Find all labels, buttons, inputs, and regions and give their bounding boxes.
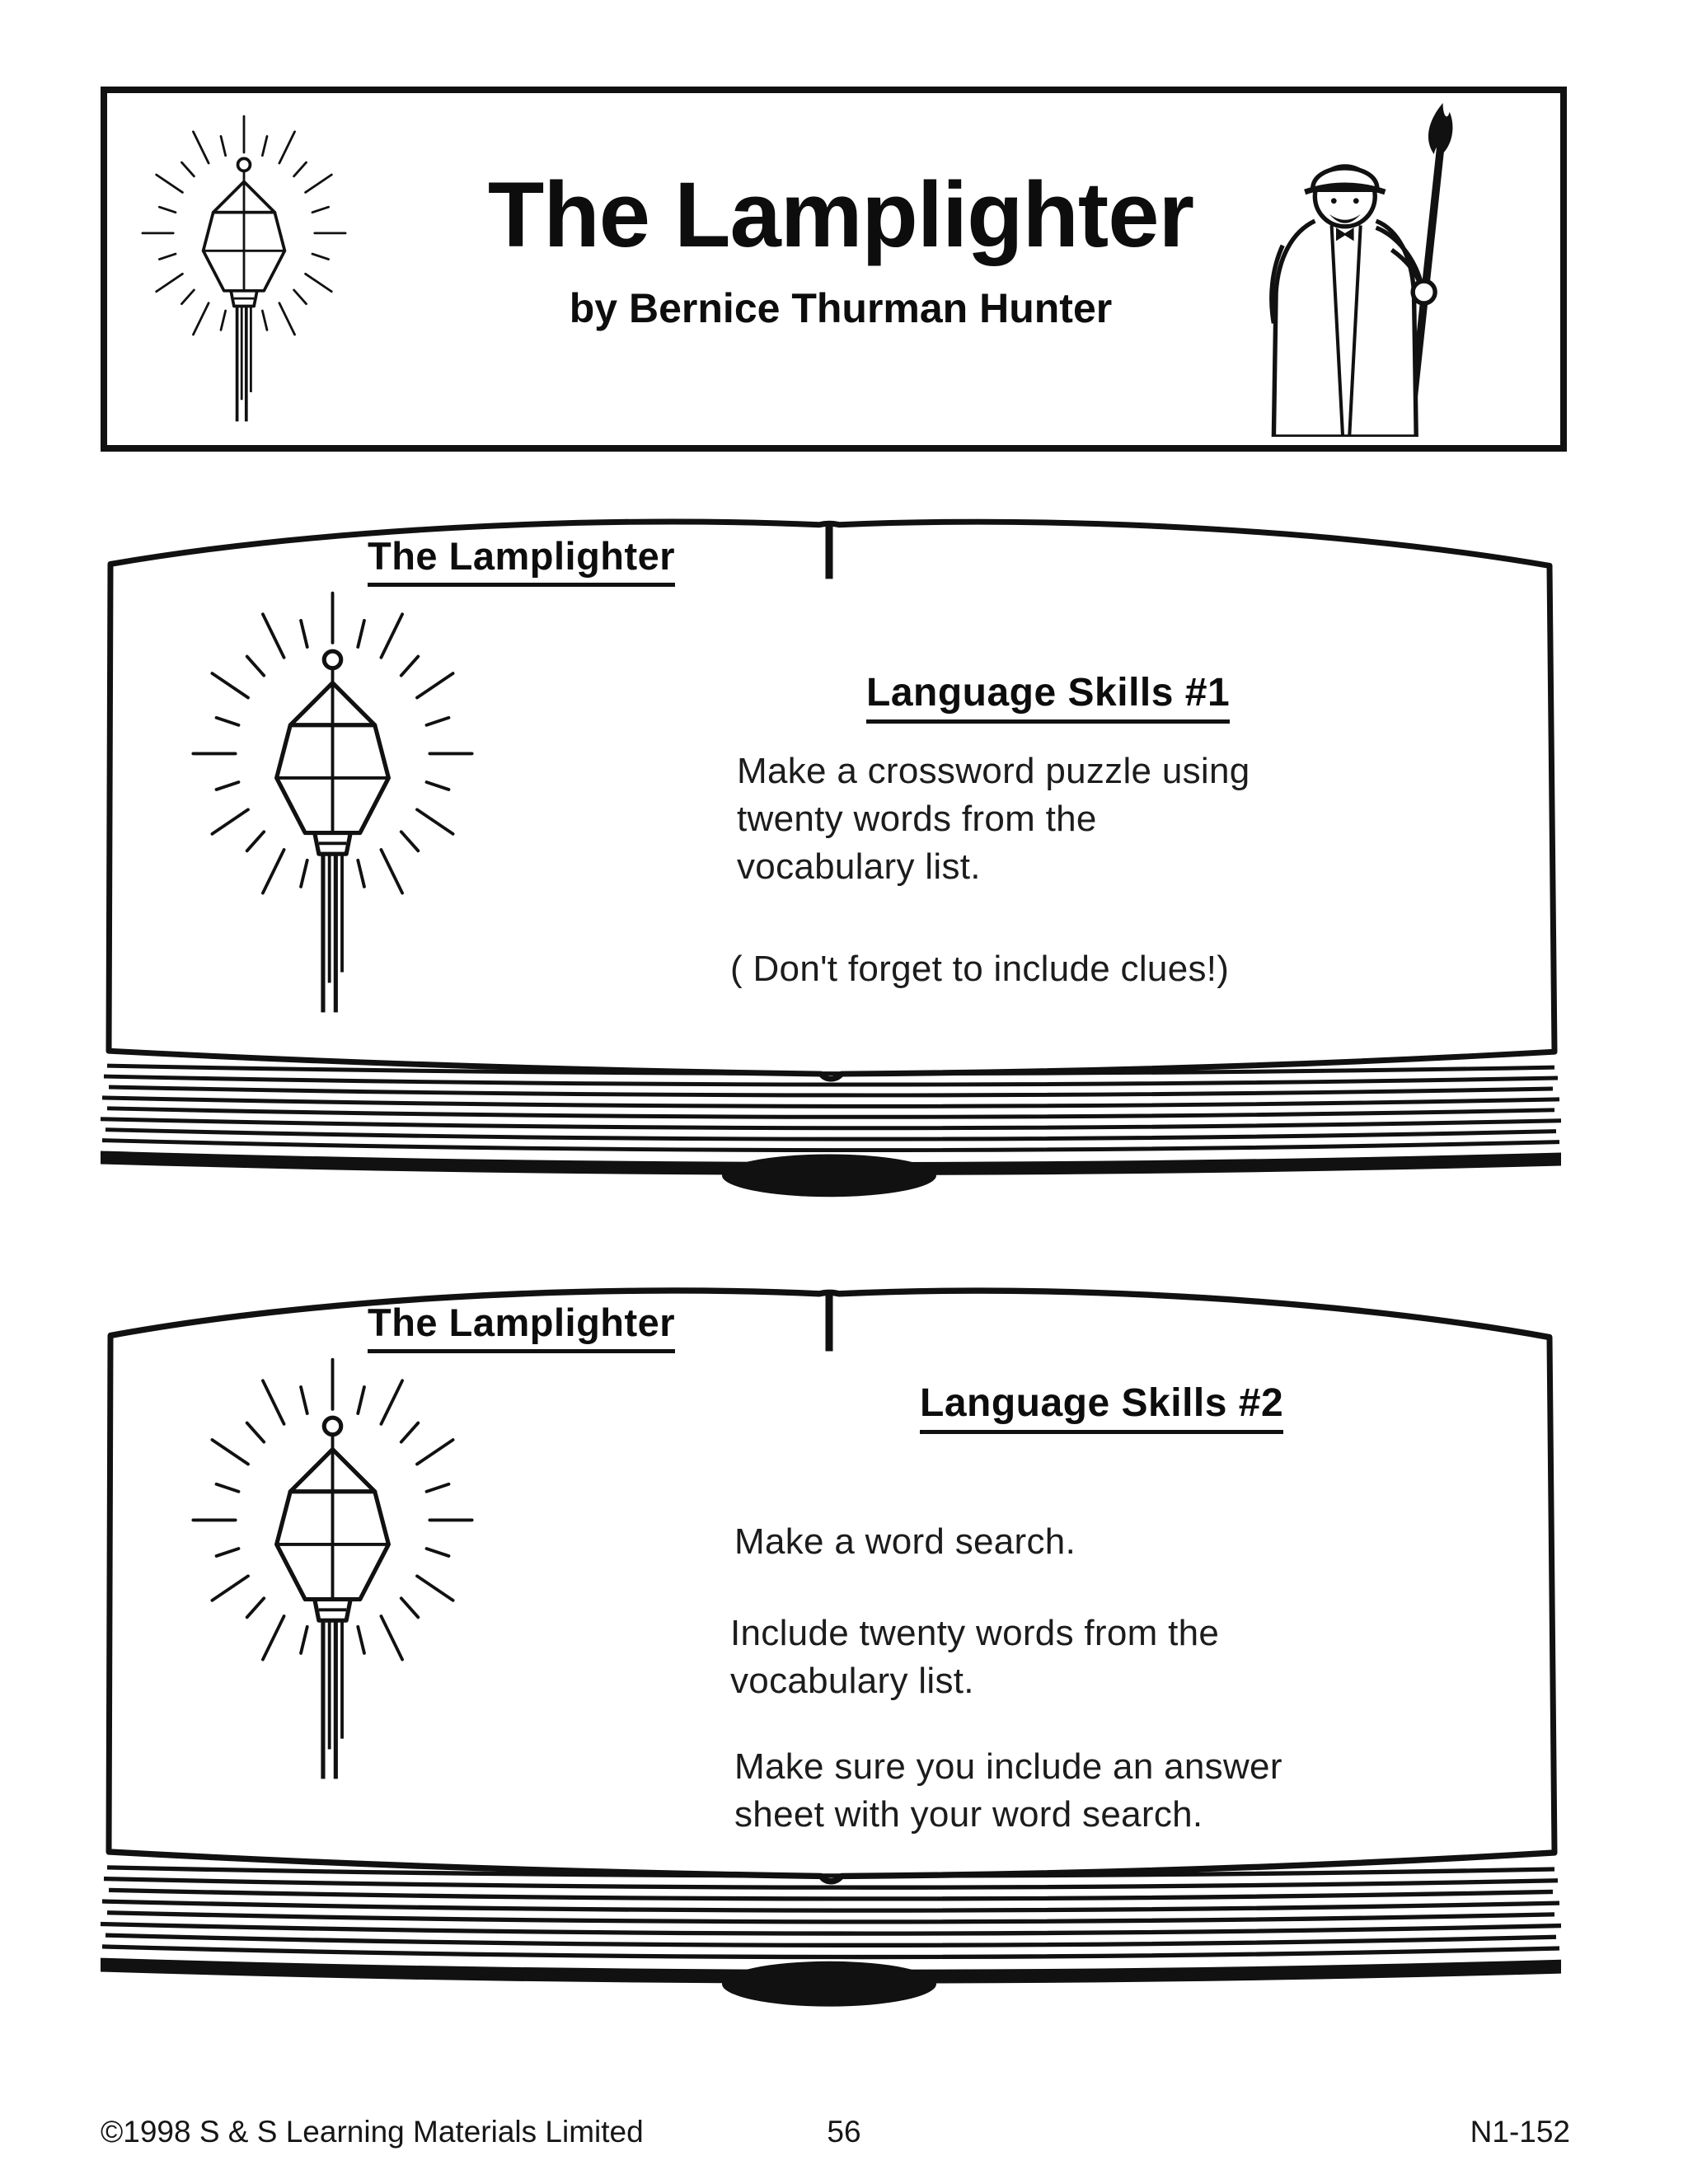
book-heading: The Lamplighter — [368, 1300, 676, 1353]
lamplighter-man-icon — [1172, 103, 1545, 437]
header-banner: The Lamplighter by Bernice Thurman Hunte… — [101, 87, 1567, 452]
street-lamp-icon — [129, 106, 359, 437]
book-section-language-skills-2: The Lamplighter Language Skills #2 Make … — [96, 1249, 1566, 2044]
activity-title: Language Skills #1 — [866, 670, 1231, 724]
byline: by Bernice Thurman Hunter — [569, 285, 1113, 331]
activity-paragraph: Include twenty words from the vocabulary… — [730, 1613, 1220, 1702]
header-text-block: The Lamplighter by Bernice Thurman Hunte… — [404, 169, 1278, 332]
page-title: The Lamplighter — [487, 163, 1194, 266]
activity-paragraph: Make a word search. — [734, 1521, 1076, 1562]
doc-code: N1-152 — [1470, 2115, 1570, 2149]
activity-paragraph: Make a crossword puzzle using twenty wor… — [737, 751, 1250, 888]
book-section-language-skills-1: The Lamplighter Language Skills #1 Make … — [96, 482, 1566, 1232]
street-lamp-icon — [174, 579, 491, 1033]
page-number: 56 — [827, 2115, 861, 2149]
copyright-text: ©1998 S & S Learning Materials Limited — [101, 2115, 644, 2149]
book-heading: The Lamplighter — [368, 533, 676, 587]
street-lamp-icon — [174, 1346, 491, 1800]
page-footer: ©1998 S & S Learning Materials Limited 5… — [0, 2115, 1688, 2156]
activity-paragraph: Make sure you include an answer sheet wi… — [734, 1746, 1282, 1835]
activity-paragraph: ( Don't forget to include clues!) — [730, 949, 1230, 989]
activity-title: Language Skills #2 — [920, 1380, 1284, 1434]
